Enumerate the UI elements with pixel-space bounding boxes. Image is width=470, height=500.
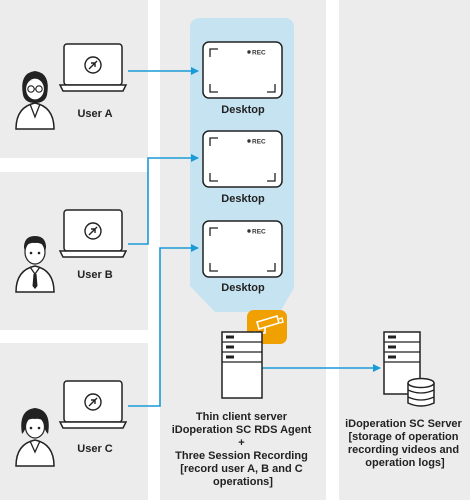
- rec-indicator-1: REC: [252, 50, 266, 57]
- desktop-screen-3: REC: [202, 220, 283, 278]
- rec-indicator-3: REC: [252, 229, 266, 236]
- desktop-label-3: Desktop: [221, 282, 265, 294]
- user-a-avatar: [15, 71, 55, 130]
- desktop-screen-2: REC: [202, 130, 283, 188]
- desktop-label-2: Desktop: [221, 193, 265, 205]
- user-b-label: User B: [77, 269, 113, 281]
- arrow-user-b: [128, 154, 199, 245]
- laptop-icon-a: [58, 43, 128, 92]
- user-c-label: User C: [77, 443, 113, 455]
- user-c-avatar: [15, 408, 55, 467]
- user-b-avatar: [15, 236, 55, 293]
- sc-server-caption: iDoperation SC Server [storage of operat…: [345, 418, 465, 469]
- arrow-user-c: [128, 244, 199, 407]
- user-a-label: User A: [77, 108, 112, 120]
- desktop-screen-1: REC: [202, 41, 283, 99]
- sc-server-lane: [339, 0, 470, 500]
- laptop-icon-b: [58, 209, 128, 258]
- database-icon: [407, 377, 435, 407]
- thin-client-server-icon: [221, 331, 263, 399]
- desktop-label-1: Desktop: [221, 104, 265, 116]
- rec-indicator-2: REC: [252, 139, 266, 146]
- thin-client-caption: Thin client server iDoperation SC RDS Ag…: [172, 411, 315, 488]
- laptop-icon-c: [58, 380, 128, 429]
